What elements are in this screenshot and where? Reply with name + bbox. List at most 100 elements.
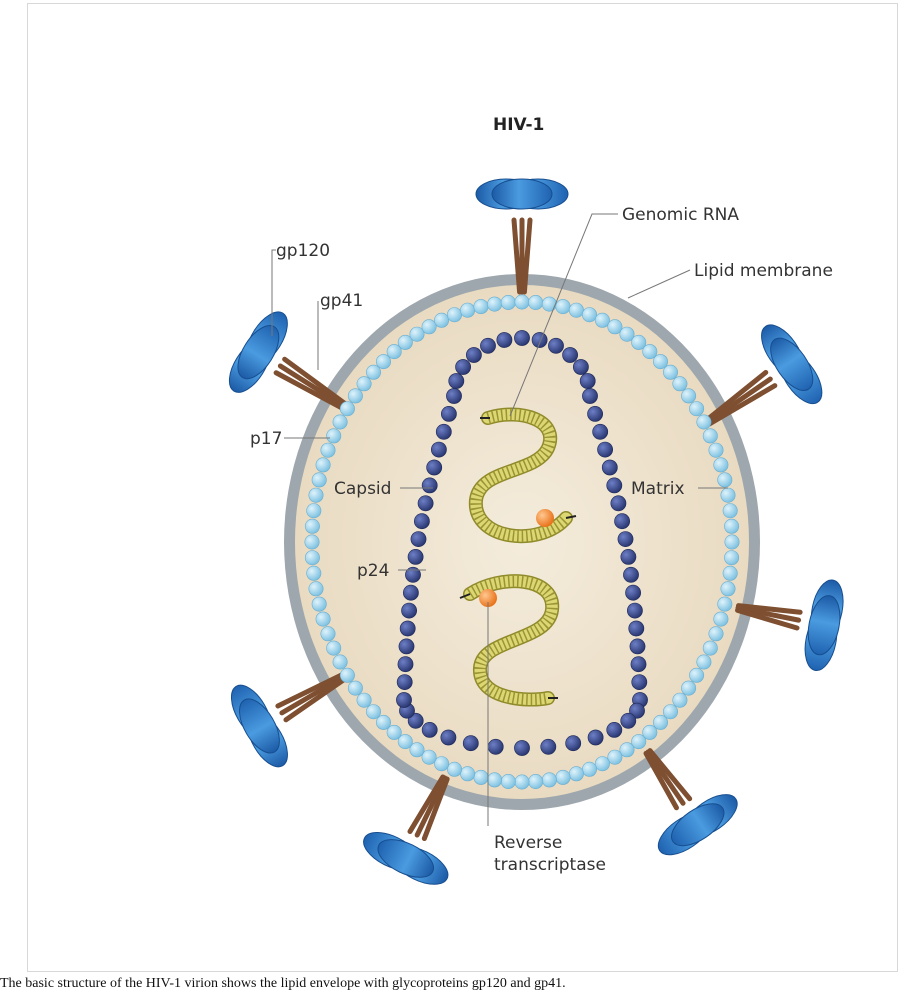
- capsid-bead: [399, 620, 416, 637]
- matrix-bead: [528, 773, 544, 789]
- capsid-bead: [402, 584, 419, 601]
- spike-upper-right: [704, 324, 823, 427]
- capsid-bead: [440, 405, 457, 422]
- matrix-bead: [514, 294, 530, 310]
- gp41-stalk: [735, 603, 803, 615]
- matrix-bead: [421, 319, 437, 335]
- matrix-bead: [339, 667, 355, 683]
- label-matrix: Matrix: [631, 479, 685, 499]
- capsid-bead: [514, 330, 530, 346]
- gp41-stalk: [407, 774, 446, 835]
- matrix-bead: [541, 772, 557, 788]
- matrix-bead: [607, 319, 623, 335]
- label-capsid: Capsid: [334, 479, 391, 499]
- matrix-bead: [500, 773, 516, 789]
- capsid-bead: [562, 347, 578, 363]
- label-lipid-membrane: Lipid membrane: [694, 261, 833, 281]
- capsid-bead: [407, 549, 424, 565]
- matrix-bead: [397, 334, 413, 350]
- gp41-stalk: [704, 369, 769, 423]
- capsid-bead: [396, 692, 412, 708]
- reverse-transcriptase-lower: [479, 589, 497, 607]
- gp120-subunit: [491, 178, 553, 210]
- capsid-bead: [480, 337, 496, 354]
- capsid-bead: [421, 722, 438, 738]
- matrix-bead: [681, 680, 697, 696]
- matrix-bead: [568, 766, 584, 782]
- spike-right: [735, 579, 844, 671]
- gp41-stalk: [282, 356, 351, 409]
- matrix-bead: [434, 312, 450, 328]
- matrix-bead: [594, 756, 610, 772]
- matrix-bead: [724, 518, 740, 534]
- genomic-rna-strands: [459, 407, 577, 707]
- matrix-bead: [397, 734, 413, 750]
- matrix-bead: [460, 302, 476, 318]
- leader-lines: [271, 213, 728, 826]
- spike-bottom-right: [643, 748, 738, 856]
- gp41-stalk: [421, 776, 450, 842]
- capsid-bead: [623, 566, 639, 583]
- capsid-bead: [620, 712, 637, 729]
- matrix-bead: [365, 364, 381, 380]
- matrix-bead: [304, 518, 320, 534]
- label-gp120: gp120: [276, 241, 330, 261]
- capsid-bead: [397, 656, 414, 673]
- matrix-bead: [528, 294, 544, 310]
- matrix-bead: [304, 550, 320, 566]
- capsid-bead: [627, 602, 643, 619]
- matrix-bead: [631, 334, 647, 350]
- matrix-bead: [702, 640, 718, 656]
- matrix-bead: [724, 550, 740, 566]
- gp41-stalk: [275, 671, 347, 709]
- matrix-bead: [460, 766, 476, 782]
- capsid-bead: [398, 638, 415, 655]
- matrix-protein-layer: [304, 294, 740, 790]
- envelope-spikes: [228, 178, 844, 885]
- capsid-bead: [426, 459, 443, 476]
- capsid-bead: [405, 566, 421, 583]
- capsid-bead: [592, 423, 609, 440]
- diagram-title: HIV-1: [493, 115, 544, 135]
- capsid-bead: [628, 620, 645, 637]
- matrix-bead: [473, 769, 489, 785]
- matrix-bead: [594, 312, 610, 328]
- matrix-bead: [320, 626, 336, 642]
- matrix-bead: [514, 774, 530, 790]
- matrix-bead: [652, 714, 668, 730]
- matrix-bead: [713, 457, 729, 473]
- capsid-bead: [448, 373, 465, 389]
- matrix-bead: [347, 388, 363, 404]
- reverse-transcriptase-upper: [536, 509, 554, 527]
- label-transcriptase: transcriptase: [494, 855, 606, 875]
- spike-bottom-left: [363, 774, 450, 885]
- capsid-bead: [597, 441, 613, 458]
- matrix-bead: [326, 428, 342, 444]
- matrix-bead: [672, 692, 688, 708]
- matrix-bead: [619, 742, 635, 758]
- gp41-stalk: [414, 775, 448, 838]
- capsid-bead: [487, 738, 504, 755]
- capsid-bead: [606, 722, 623, 738]
- matrix-bead: [696, 654, 712, 670]
- capsid-bead: [401, 602, 417, 619]
- capsid-bead: [565, 735, 582, 752]
- matrix-bead: [375, 714, 391, 730]
- matrix-bead: [311, 472, 327, 488]
- gp41-stalk: [511, 217, 523, 295]
- capsid-bead: [606, 477, 623, 494]
- matrix-bead: [339, 401, 355, 417]
- capsid-bead: [496, 332, 513, 348]
- matrix-bead: [689, 401, 705, 417]
- matrix-bead: [446, 307, 462, 323]
- capsid-bead: [601, 459, 618, 476]
- capsid-bead: [631, 674, 648, 690]
- rna-strand-lower-coils: [466, 575, 558, 705]
- gp41-stalk: [643, 750, 679, 811]
- capsid-bead: [446, 388, 462, 404]
- capsid-bead: [579, 373, 596, 389]
- matrix-bead: [555, 299, 571, 315]
- matrix-bead: [555, 769, 571, 785]
- matrix-bead: [568, 302, 584, 318]
- matrix-bead: [662, 704, 678, 720]
